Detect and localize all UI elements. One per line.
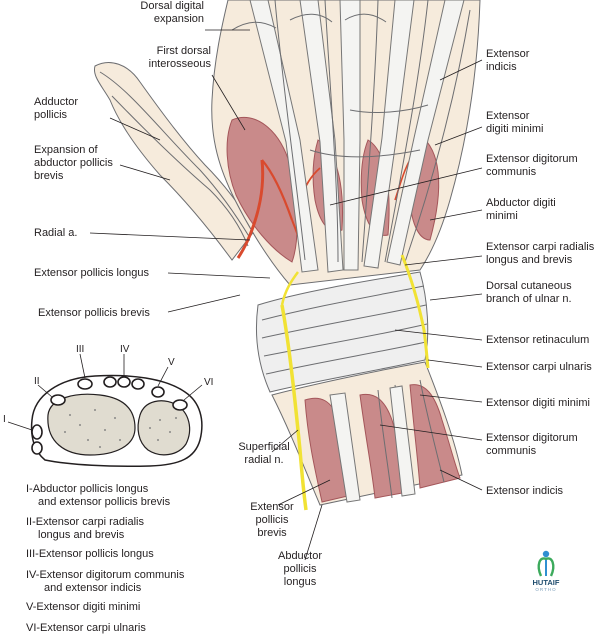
compartment-numeral-4: IV xyxy=(120,344,130,355)
label-extensor-indicis-top-line-2: indicis xyxy=(486,61,517,73)
label-legend-i-line-2: and extensor pollicis brevis xyxy=(38,496,171,508)
thumb xyxy=(93,62,256,261)
bone-stipple xyxy=(64,409,177,448)
label-extensor-digitorum-communis-bottom-line-2: communis xyxy=(486,445,537,457)
label-extensor-indicis-bottom: Extensor indicis xyxy=(486,485,564,497)
label-extensor-digitorum-communis-top-line-2: communis xyxy=(486,166,537,178)
label-legend-iii: III-Extensor pollicis longus xyxy=(26,548,154,560)
compartment-numeral-5: V xyxy=(168,357,175,368)
label-first-dorsal-interosseous-line-1: First dorsal xyxy=(157,45,211,57)
label-expansion-abductor-pollicis-brevis-line-2: abductor pollicis xyxy=(34,157,113,169)
logo: HUTAIF ORTHO xyxy=(533,550,560,592)
label-expansion-abductor-pollicis-brevis-line-3: brevis xyxy=(34,170,64,182)
wrist-cross-section xyxy=(7,353,203,467)
label-extensor-pollicis-brevis-bottom-line-1: Extensor xyxy=(250,501,294,513)
label-superficial-radial-nerve-line-2: radial n. xyxy=(244,454,283,466)
label-legend-v: V-Extensor digiti minimi xyxy=(26,601,140,613)
radius-bone xyxy=(47,393,136,456)
label-dorsal-cutaneous-ulnar-line-1: Dorsal cutaneous xyxy=(486,280,572,292)
label-dorsal-cutaneous-ulnar-line-2: branch of ulnar n. xyxy=(486,293,572,305)
logo-name: HUTAIF xyxy=(533,578,560,587)
label-extensor-digiti-minimi-top-line-2: digiti minimi xyxy=(486,123,543,135)
label-dorsal-digital-expansion-line-2: expansion xyxy=(154,13,204,25)
label-adductor-pollicis-line-2: pollicis xyxy=(34,109,68,121)
label-abductor-digiti-minimi-line-2: minimi xyxy=(486,210,518,222)
label-extensor-carpi-radialis-line-2: longus and brevis xyxy=(486,254,573,266)
hand-illustration xyxy=(93,0,481,511)
extensor-indicis-muscle xyxy=(409,384,461,489)
logo-sub: ORTHO xyxy=(535,587,556,592)
label-abductor-pollicis-longus-line-3: longus xyxy=(284,576,317,588)
extensor-tendons xyxy=(231,0,471,273)
label-extensor-pollicis-brevis-bottom-line-2: pollicis xyxy=(255,514,289,526)
label-extensor-carpi-ulnaris: Extensor carpi ulnaris xyxy=(486,361,592,373)
compartment-numeral-2: II xyxy=(34,376,40,387)
label-dorsal-digital-expansion-line-1: Dorsal digital xyxy=(140,0,204,12)
label-extensor-retinaculum: Extensor retinaculum xyxy=(486,334,589,346)
label-superficial-radial-nerve-line-1: Superficial xyxy=(238,441,289,453)
label-adductor-pollicis-line-1: Adductor xyxy=(34,96,78,108)
label-expansion-abductor-pollicis-brevis-line-1: Expansion of xyxy=(34,144,99,156)
compartment-numeral-3: III xyxy=(76,344,84,355)
label-extensor-pollicis-brevis: Extensor pollicis brevis xyxy=(38,307,150,319)
compartment-numeral-6: VI xyxy=(204,377,213,388)
leader-lines xyxy=(89,29,483,561)
label-legend-i-line-1: I-Abductor pollicis longus xyxy=(26,483,149,495)
ulna-bone xyxy=(137,400,191,456)
label-legend-vi: VI-Extensor carpi ulnaris xyxy=(26,622,146,634)
label-abductor-pollicis-longus-line-2: pollicis xyxy=(283,563,317,575)
label-abductor-pollicis-longus-line-1: Abductor xyxy=(278,550,322,562)
label-abductor-digiti-minimi-line-1: Abductor digiti xyxy=(486,197,556,209)
label-extensor-pollicis-brevis-bottom-line-3: brevis xyxy=(257,527,287,539)
label-first-dorsal-interosseous-line-2: interosseous xyxy=(149,58,212,70)
radial-artery-vessel xyxy=(236,159,265,259)
label-legend-iv-line-1: IV-Extensor digitorum communis xyxy=(26,569,185,581)
extensor-retinaculum-band xyxy=(256,271,429,393)
logo-figure-icon xyxy=(537,550,555,577)
label-extensor-digitorum-communis-bottom-line-1: Extensor digitorum xyxy=(486,432,578,444)
label-extensor-carpi-radialis-line-1: Extensor carpi radialis xyxy=(486,241,595,253)
label-extensor-pollicis-longus: Extensor pollicis longus xyxy=(34,267,149,279)
label-legend-ii-line-2: longus and brevis xyxy=(38,529,125,541)
label-extensor-indicis-top-line-1: Extensor xyxy=(486,48,530,60)
label-extensor-digitorum-communis-top-line-1: Extensor digitorum xyxy=(486,153,578,165)
label-extensor-digiti-minimi-bottom: Extensor digiti minimi xyxy=(486,397,590,409)
label-legend-iv-line-2: and extensor indicis xyxy=(44,582,142,594)
label-extensor-digiti-minimi-top-line-1: Extensor xyxy=(486,110,530,122)
compartment-numeral-1: I xyxy=(3,414,6,425)
label-radial-artery: Radial a. xyxy=(34,227,77,239)
superficial-radial-nerve-path xyxy=(280,304,308,511)
dorsal-cutaneous-ulnar-nerve-path xyxy=(400,254,430,369)
label-legend-ii-line-1: II-Extensor carpi radialis xyxy=(26,516,144,528)
compartment-ovals xyxy=(31,376,188,455)
